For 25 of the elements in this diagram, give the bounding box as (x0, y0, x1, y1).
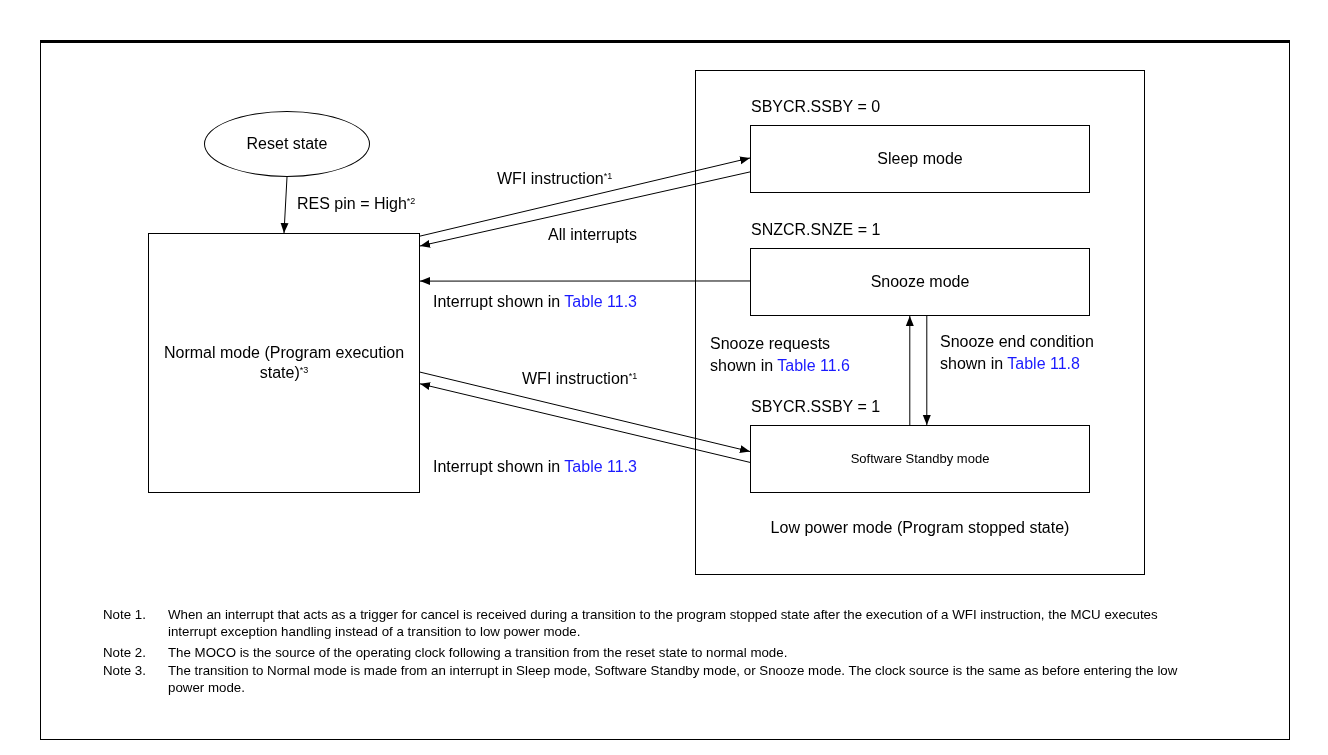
state-label: Sleep mode (876, 149, 964, 169)
state-label: Software Standby mode (849, 450, 991, 468)
note-text: The MOCO is the source of the operating clock following a transition from the reset state to normal mode. (168, 644, 789, 661)
arrow (905, 315, 914, 426)
mode-group-box (695, 70, 1145, 575)
note-number: Note 2. (103, 644, 146, 661)
register-condition: SNZCR.SNZE = 1 (751, 221, 881, 239)
note-text: The transition to Normal mode is made from an interrupt in Sleep mode, Software Standby mode, or Snooze mode. The clock source is the same as before entering the low power mode. (168, 662, 1179, 696)
state-label: Reset state (245, 134, 329, 154)
state-label: Snooze mode (869, 272, 971, 292)
note-number: Note 3. (103, 662, 146, 679)
arrow (280, 176, 289, 234)
arrow (419, 277, 751, 286)
state-label: Normal mode (Program execution state)$^{*3}$ (162, 343, 406, 383)
note-number: Note 1. (103, 606, 146, 623)
register-condition: SBYCR.SSBY = 0 (751, 98, 881, 116)
arrow (419, 371, 751, 454)
arrow (419, 156, 751, 237)
state-label: Low power mode (Program stopped state) (769, 518, 1071, 538)
register-condition: SBYCR.SSBY = 1 (751, 398, 881, 416)
arrow (419, 382, 751, 463)
state-box (148, 233, 420, 493)
note-text: When an interrupt that acts as a trigger for cancel is received during a transition to the program stopped state after the execution of a WFI instruction, the MCU executes interrupt exception handling instead of a transition to low power mode. (168, 606, 1159, 640)
arrow (922, 315, 931, 426)
arrow (419, 171, 751, 248)
